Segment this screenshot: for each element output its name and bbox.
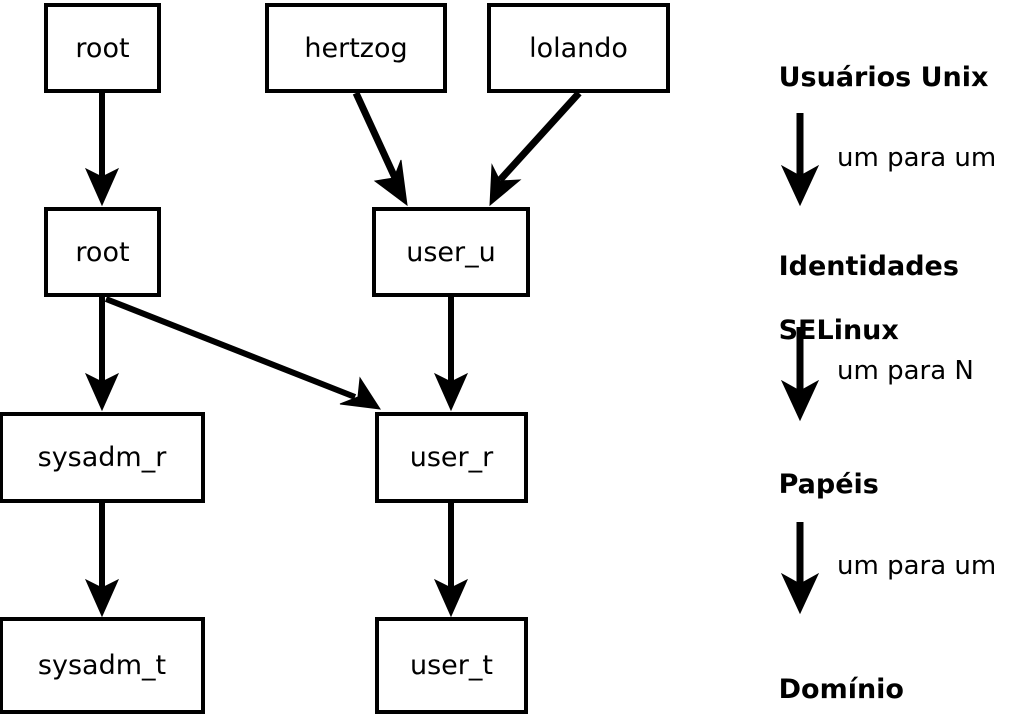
legend-term-roles: Papéis [741,437,879,533]
edge-id-root-to-sysadm-r [84,297,120,412]
node-role-sysadm-r[interactable]: sysadm_r [0,412,205,503]
node-unix-lolando[interactable]: lolando [487,3,670,93]
edge-id-root-to-user-r [104,296,382,410]
legend-relation-role-to-domain: um para um [837,551,997,581]
node-label: root [75,236,130,268]
node-domain-sysadm-t[interactable]: sysadm_t [0,617,205,714]
node-domain-user-t[interactable]: user_t [375,617,528,714]
edge-lolando-to-user-u [489,90,582,207]
node-label: lolando [529,32,628,64]
legend-term-unix-users: Usuários Unix [741,30,989,126]
edge-user-u-to-user-r [433,297,469,412]
node-label: sysadm_r [37,442,167,473]
edge-sysadm-r-to-sysadm-t [84,503,120,618]
node-identity-user-u[interactable]: user_u [372,207,530,297]
node-unix-root[interactable]: root [44,3,161,93]
node-identity-root[interactable]: root [44,207,161,297]
legend-arrow-identity-to-role [780,327,820,422]
legend-relation-unix-to-identity: um para um [837,143,997,173]
legend-relation-identity-to-role: um para N [837,356,974,386]
edge-user-r-to-user-t [433,503,469,618]
node-label: user_u [406,236,496,268]
node-label: root [75,32,130,64]
legend-term-line-1: Identidades [778,251,959,282]
legend-arrow-role-to-domain [780,522,820,615]
node-label: user_r [409,442,494,473]
edge-unix-root-to-id-root [84,93,120,207]
legend-arrow-unix-to-identity [780,113,820,207]
node-role-user-r[interactable]: user_r [375,412,528,503]
node-label: hertzog [304,32,408,64]
legend-term-domain: Domínio [741,642,904,714]
edge-hertzog-to-user-u [352,91,408,207]
node-unix-hertzog[interactable]: hertzog [265,3,447,93]
node-label: sysadm_t [37,650,167,681]
legend-term-line-1: Usuários Unix [778,62,989,93]
legend-term-line-1: Domínio [778,674,904,705]
legend-term-line-1: Papéis [778,469,879,500]
node-label: user_t [410,650,493,681]
